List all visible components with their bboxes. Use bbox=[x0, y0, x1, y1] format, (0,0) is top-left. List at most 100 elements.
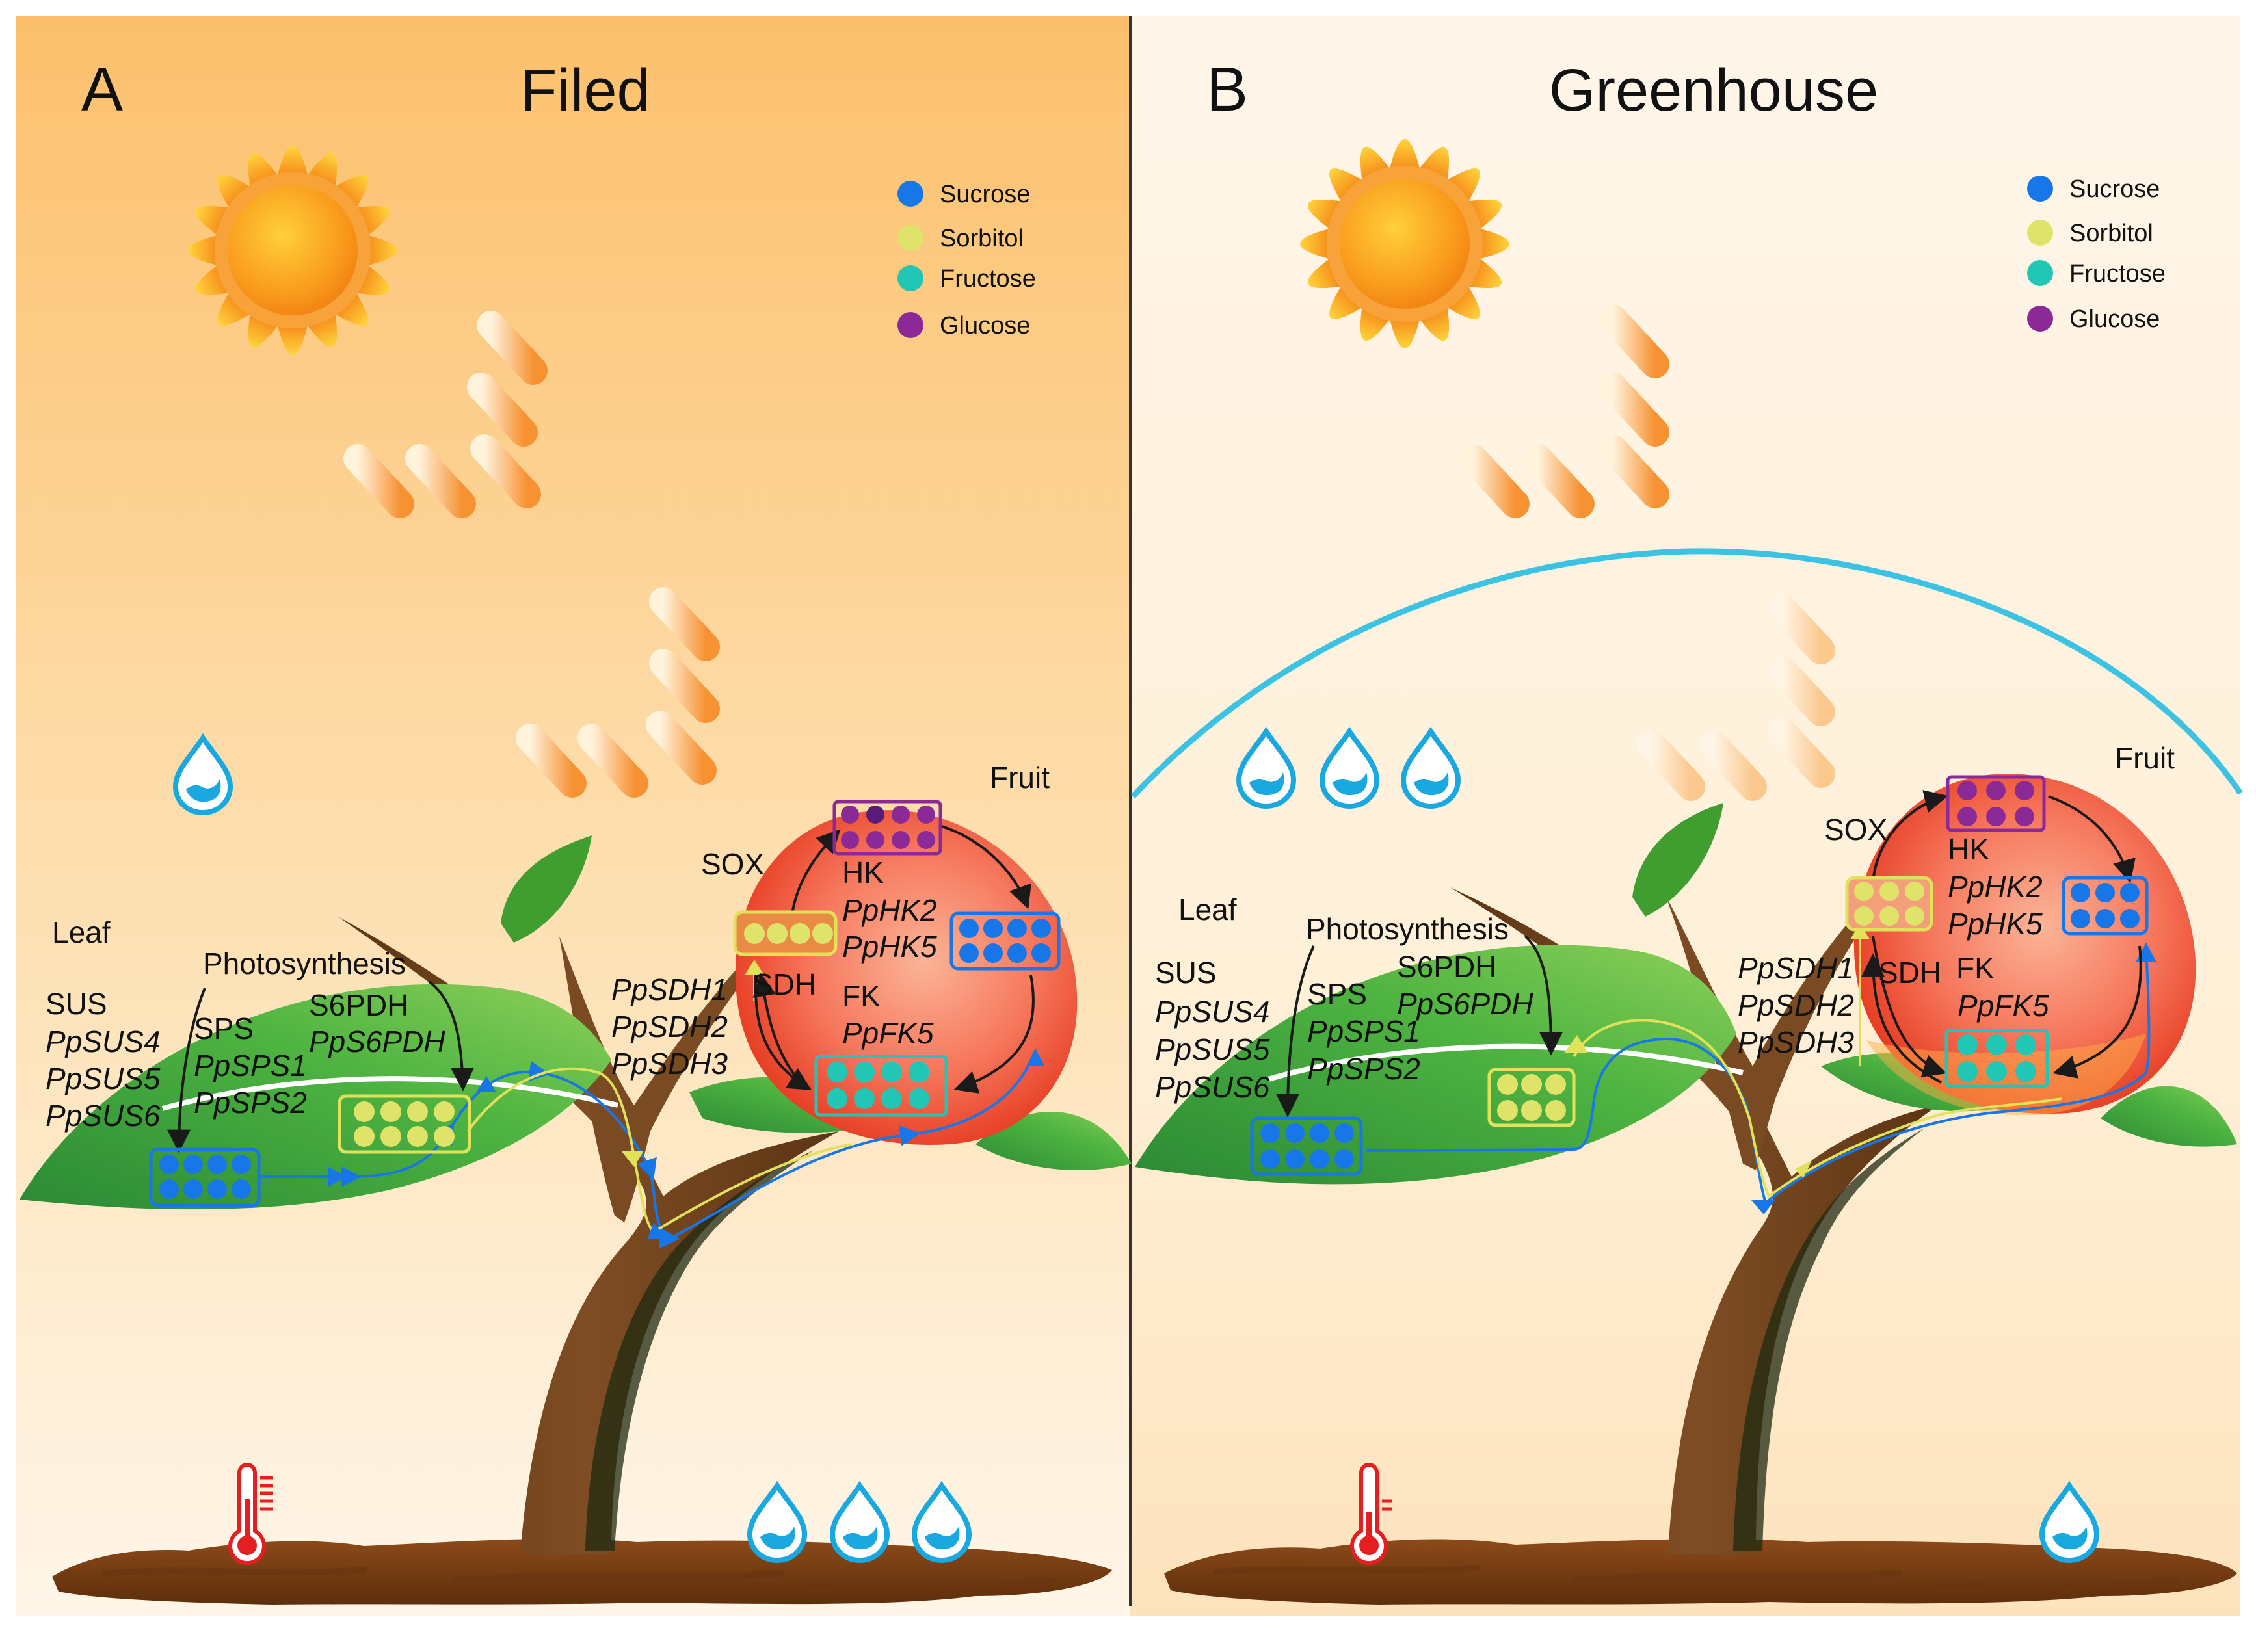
sun-icon bbox=[188, 146, 397, 355]
fk-label: FK bbox=[842, 979, 881, 1013]
s6pdh-gene: PpS6PDH bbox=[1397, 987, 1533, 1021]
sucrose-pool-fruit bbox=[2062, 876, 2149, 936]
hk-gene-2: PpHK5 bbox=[842, 930, 937, 964]
sucrose-pool-leaf bbox=[149, 1147, 261, 1207]
fruit-leaf bbox=[975, 1111, 1132, 1170]
legend-sucrose-swatch bbox=[2027, 176, 2053, 202]
sus-label: SUS bbox=[1155, 956, 1217, 990]
sucrose-pool-leaf bbox=[1250, 1116, 1363, 1176]
sdh-gene-1: PpSDH1 bbox=[1738, 951, 1854, 985]
sucrose-pool-fruit bbox=[949, 911, 1061, 971]
legend-sorbitol-label: Sorbitol bbox=[2069, 220, 2153, 247]
legend-glucose-swatch bbox=[2027, 306, 2053, 332]
photosynthesis-label: Photosynthesis bbox=[1306, 912, 1509, 946]
sps-gene-1: PpSPS1 bbox=[194, 1049, 307, 1082]
sus-gene-3: PpSUS6 bbox=[46, 1099, 161, 1133]
sdh-gene-3: PpSDH3 bbox=[1738, 1025, 1854, 1059]
sps-label: SPS bbox=[1307, 977, 1367, 1011]
small-leaf bbox=[1632, 803, 1723, 917]
hk-gene-2: PpHK5 bbox=[1948, 907, 2043, 941]
sunlight-rays bbox=[1459, 304, 1669, 518]
greenhouse-canopy bbox=[1130, 548, 2243, 799]
hk-gene-1: PpHK2 bbox=[842, 893, 937, 927]
small-leaf bbox=[501, 835, 592, 943]
glucose-pool-fruit bbox=[832, 800, 942, 856]
panel-a-letter: A bbox=[81, 55, 123, 124]
sox-label: SOX bbox=[1824, 813, 1887, 846]
fructose-pool-fruit bbox=[814, 1055, 948, 1117]
sorbitol-pool-fruit bbox=[733, 910, 838, 956]
sps-gene-2: PpSPS2 bbox=[194, 1086, 307, 1120]
tree-trunk bbox=[1450, 887, 1938, 1554]
legend-sucrose-swatch bbox=[897, 181, 923, 207]
legend-sorbitol-swatch bbox=[897, 225, 923, 251]
legend-sorbitol-label: Sorbitol bbox=[940, 225, 1024, 252]
legend-sucrose-label: Sucrose bbox=[940, 181, 1030, 208]
sus-gene-1: PpSUS4 bbox=[1155, 995, 1269, 1029]
sun-icon bbox=[1300, 139, 1509, 348]
sorbitol-pool-leaf bbox=[338, 1094, 471, 1154]
sps-gene-1: PpSPS1 bbox=[1307, 1014, 1420, 1048]
hk-label: HK bbox=[842, 856, 884, 889]
leaf-midrib bbox=[1267, 1043, 1744, 1082]
s6pdh-label: S6PDH bbox=[1397, 950, 1496, 984]
legend-fructose-label: Fructose bbox=[940, 265, 1036, 293]
panel-b-letter: B bbox=[1206, 55, 1248, 124]
sus-gene-1: PpSUS4 bbox=[46, 1025, 160, 1058]
panel-a-title: Filed bbox=[520, 57, 650, 124]
legend-glucose-label: Glucose bbox=[940, 312, 1030, 339]
legend-fructose-swatch bbox=[2027, 260, 2053, 286]
sdh-gene-2: PpSDH2 bbox=[1738, 988, 1854, 1022]
legend-glucose-label: Glucose bbox=[2069, 306, 2160, 333]
fk-label: FK bbox=[1956, 951, 1995, 985]
panel-a: A Filed Sucrose Sorbitol Fructose Glucos bbox=[20, 55, 1132, 1605]
fruit-label: Fruit bbox=[990, 761, 1050, 794]
panel-b: B Greenhouse Sucrose Sorbitol bbox=[1130, 55, 2243, 1605]
panel-b-title: Greenhouse bbox=[1549, 57, 1878, 124]
legend: Sucrose Sorbitol Fructose Glucose bbox=[2027, 176, 2166, 333]
sox-label: SOX bbox=[701, 847, 764, 881]
sdh-gene-1: PpSDH1 bbox=[611, 973, 728, 1006]
pathway-arrows bbox=[1276, 790, 2142, 1118]
sps-gene-2: PpSPS2 bbox=[1307, 1052, 1420, 1086]
fructose-pool-fruit bbox=[1944, 1029, 2049, 1088]
sus-gene-3: PpSUS6 bbox=[1155, 1070, 1270, 1104]
sdh-gene-3: PpSDH3 bbox=[611, 1047, 728, 1081]
sdh-gene-2: PpSDH2 bbox=[611, 1010, 728, 1043]
sus-gene-2: PpSUS5 bbox=[46, 1062, 161, 1095]
fruit-label: Fruit bbox=[2115, 741, 2175, 775]
fruit-leaf bbox=[2101, 1086, 2237, 1147]
legend-fructose-label: Fructose bbox=[2069, 260, 2166, 287]
legend: Sucrose Sorbitol Fructose Glucose bbox=[897, 181, 1036, 339]
sus-gene-2: PpSUS5 bbox=[1155, 1032, 1270, 1066]
sps-label: SPS bbox=[194, 1012, 254, 1045]
tree-trunk-shade bbox=[1733, 1128, 1925, 1551]
glucose-pool-fruit bbox=[1946, 775, 2046, 832]
s6pdh-gene: PpS6PDH bbox=[309, 1025, 445, 1058]
sdh-label: SDH bbox=[753, 967, 816, 1001]
sus-label: SUS bbox=[46, 987, 107, 1021]
hk-gene-1: PpHK2 bbox=[1948, 870, 2043, 904]
legend-sorbitol-swatch bbox=[2027, 220, 2053, 246]
leaf-label: Leaf bbox=[52, 915, 111, 949]
s6pdh-label: S6PDH bbox=[309, 988, 408, 1022]
tree-trunk bbox=[338, 917, 839, 1554]
legend-fructose-swatch bbox=[897, 265, 923, 291]
leaf bbox=[1135, 945, 1736, 1185]
fk-gene: PpFK5 bbox=[1957, 989, 2049, 1023]
legend-glucose-swatch bbox=[897, 312, 923, 338]
filtered-sunlight-rays bbox=[1638, 594, 1835, 801]
legend-sucrose-label: Sucrose bbox=[2069, 176, 2160, 203]
leaf-label: Leaf bbox=[1178, 893, 1237, 926]
hk-label: HK bbox=[1948, 832, 1989, 866]
sorbitol-transport-line bbox=[1573, 1019, 2062, 1199]
sorbitol-pool-leaf bbox=[1487, 1068, 1576, 1127]
photosynthesis-label: Photosynthesis bbox=[203, 947, 406, 980]
sdh-label: SDH bbox=[1878, 956, 1941, 990]
transport-arrowheads bbox=[328, 960, 1044, 1239]
peach-fruit bbox=[1853, 774, 2196, 1114]
sorbitol-pool-fruit bbox=[1845, 876, 1933, 932]
fk-gene: PpFK5 bbox=[842, 1016, 934, 1050]
sunlight-rays bbox=[343, 311, 720, 798]
